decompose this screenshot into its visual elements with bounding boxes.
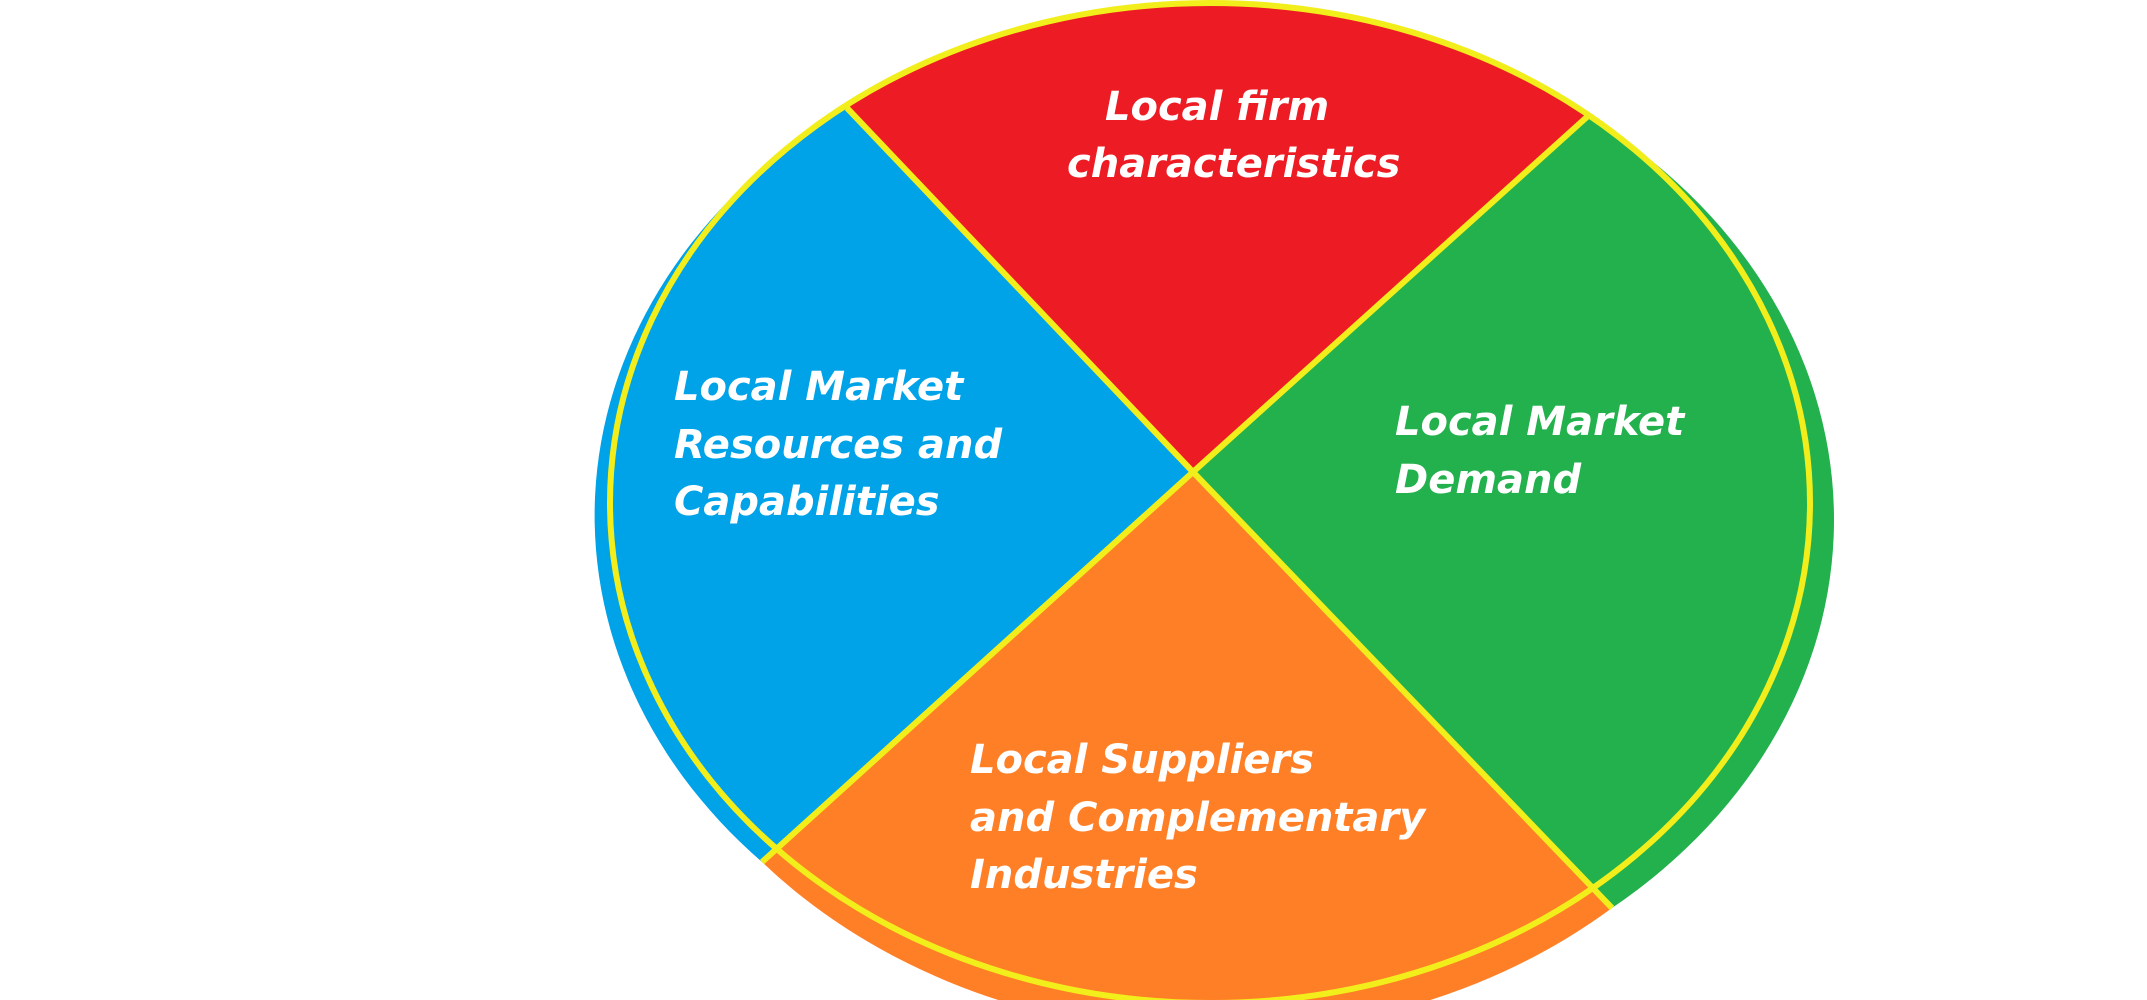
divider-bottom-right — [1190, 469, 1615, 911]
segment-local-firm-characteristics — [847, 5, 1588, 473]
label-line: Demand — [1395, 457, 1581, 503]
divider-top-left — [844, 105, 1196, 475]
label-local-market-resources: Local Market Resources and Capabilities — [674, 364, 1016, 525]
label-line: Resources and — [674, 422, 1002, 468]
label-line: Local firm — [1105, 84, 1329, 130]
label-line: Capabilities — [674, 479, 940, 525]
segment-local-suppliers — [762, 472, 1612, 1000]
label-line: Local Market — [674, 364, 965, 410]
label-local-suppliers: Local Suppliers and Complementary Indust… — [970, 737, 1439, 898]
diagram-outline — [607, 0, 1813, 1000]
segment-local-market-resources — [594, 108, 1193, 862]
circle-border — [607, 0, 1813, 1000]
label-line: characteristics — [1067, 141, 1400, 187]
divider-bottom-left — [759, 469, 1196, 865]
segment-local-market-demand — [1193, 116, 1835, 908]
label-local-market-demand: Local Market Demand — [1395, 399, 1698, 503]
label-line: Industries — [970, 852, 1198, 898]
label-line: Local Market — [1395, 399, 1686, 445]
label-line: and Complementary — [970, 795, 1427, 841]
label-local-firm-characteristics: Local firm characteristics — [1067, 84, 1400, 187]
divider-top-right — [1190, 113, 1591, 475]
label-line: Local Suppliers — [970, 737, 1314, 783]
